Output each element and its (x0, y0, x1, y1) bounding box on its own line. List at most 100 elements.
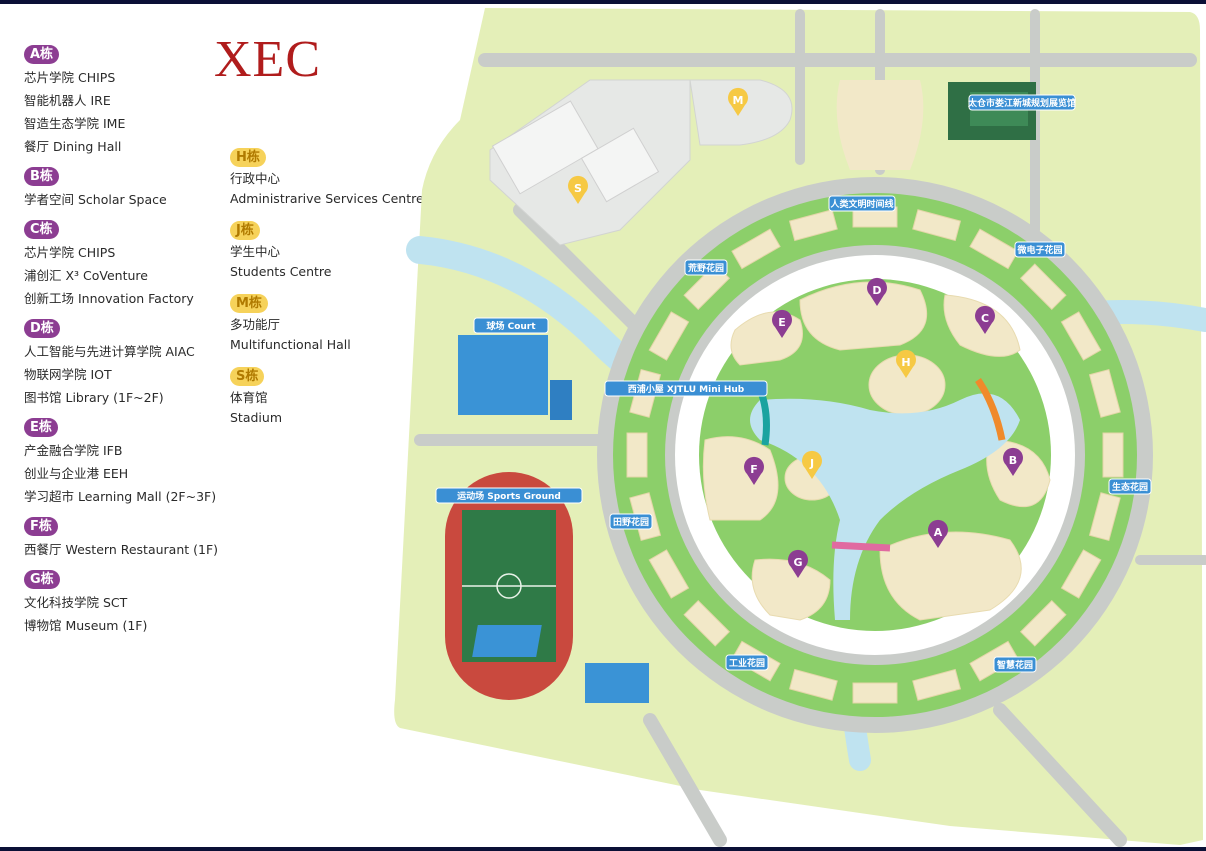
pin-letter: F (750, 463, 758, 476)
label-text: 人类文明时间线 (829, 198, 893, 210)
legend-item: 芯片学院 CHIPS (24, 70, 116, 85)
building-badge: A栋 (24, 45, 60, 64)
legend-item: 产金融合学院 IFB (24, 443, 123, 458)
pin-letter: G (793, 556, 802, 569)
perimeter-building (1019, 599, 1067, 647)
label-background (473, 317, 549, 334)
pin-g[interactable]: G (788, 549, 808, 578)
legend-item: Students Centre (230, 264, 332, 279)
legend-item: 图书馆 Library (1F~2F) (24, 390, 164, 405)
pin-marker (896, 349, 916, 378)
label-eco-garden: 生态花园 (1108, 478, 1152, 495)
label-wisdom-garden: 智慧花园 (993, 656, 1037, 673)
label-text: 运动场 Sports Ground (457, 490, 561, 502)
pin-marker (744, 456, 764, 485)
pin-j[interactable]: J (801, 450, 822, 479)
legend-item: 学生中心 (230, 244, 281, 259)
pin-marker (928, 519, 948, 548)
label-background (968, 94, 1076, 111)
label-text: 太仓市娄江新城规划展览馆 (967, 97, 1076, 109)
building-badge: E栋 (24, 418, 58, 437)
roads (414, 9, 1206, 847)
legend-item: 博物馆 Museum (1F) (24, 618, 148, 633)
legend-item: 餐厅 Dining Hall (24, 139, 122, 154)
pin-marker (771, 309, 793, 338)
legend-group: F栋西餐厅 Western Restaurant (1F) (24, 517, 218, 561)
tennis-courts (472, 625, 649, 703)
label-background (1108, 478, 1152, 495)
building-pins[interactable]: M S D C E H B F J A G (568, 87, 1023, 578)
label-industry-garden: 工业花园 (725, 654, 769, 671)
perimeter-building (648, 549, 690, 599)
building-badge: F栋 (24, 517, 58, 536)
label-sports-ground: 运动场 Sports Ground (435, 487, 583, 504)
label-minihub: 西浦小屋 XJTLU Mini Hub (604, 380, 768, 397)
label-text: 荒野花园 (687, 262, 724, 274)
perimeter-building (731, 228, 781, 270)
label-wild-garden: 荒野花园 (684, 259, 728, 276)
court-area (458, 335, 572, 420)
legend-item: 创新工场 Innovation Factory (24, 291, 194, 306)
legend-item: 创业与企业港 EEH (24, 466, 129, 481)
building-badge: S栋 (230, 367, 265, 386)
perimeter-building (912, 209, 962, 242)
pin-letter: J (809, 457, 814, 470)
top-border (0, 0, 1206, 4)
building-badge: M栋 (230, 294, 268, 313)
label-text: 微电子花园 (1016, 244, 1062, 256)
label-text: 工业花园 (729, 657, 765, 669)
pin-d[interactable]: D (866, 277, 887, 306)
inner-buildings (702, 281, 1051, 621)
perimeter-building (1060, 549, 1102, 599)
exhibition-hall (948, 82, 1036, 140)
pin-marker (788, 549, 808, 578)
label-background (993, 656, 1037, 673)
building-badge: J栋 (230, 221, 260, 240)
label-text: 智慧花园 (997, 659, 1033, 671)
legend-item: 体育馆 (230, 390, 268, 405)
north-plaza (836, 80, 924, 170)
building-badge: D栋 (24, 319, 60, 338)
pin-m[interactable]: M (728, 87, 748, 116)
label-timeline: 人类文明时间线 (828, 195, 896, 212)
perimeter-building (788, 668, 838, 701)
label-field-garden: 田野花园 (609, 513, 653, 530)
building-badge: H栋 (230, 148, 266, 167)
legend-group: B栋学者空间 Scholar Space (24, 167, 218, 211)
perimeter-building (1088, 492, 1121, 542)
pin-marker (1003, 447, 1023, 476)
perimeter-building (912, 668, 962, 701)
legend-group: J栋学生中心 Students Centre (230, 221, 424, 282)
pin-s[interactable]: S (568, 175, 588, 204)
pin-f[interactable]: F (744, 456, 764, 485)
label-background (435, 487, 583, 504)
pin-e[interactable]: E (771, 309, 793, 338)
label-background (684, 259, 728, 276)
pin-h[interactable]: H (896, 349, 916, 378)
perimeter-building (969, 228, 1019, 270)
legend-item: 浦创汇 X³ CoVenture (24, 268, 148, 283)
label-background (604, 380, 768, 397)
bottom-border (0, 847, 1206, 851)
label-text: 西浦小屋 XJTLU Mini Hub (628, 383, 745, 395)
legend-item: Multifunctional Hall (230, 337, 351, 352)
pin-c[interactable]: C (974, 305, 996, 334)
pin-a[interactable]: A (928, 519, 948, 548)
pin-marker (801, 450, 822, 479)
pin-letter: B (1009, 454, 1017, 467)
pin-b[interactable]: B (1003, 447, 1023, 476)
label-court: 球场 Court (473, 317, 549, 334)
label-background (1014, 241, 1066, 258)
pin-letter: S (574, 182, 582, 195)
legend-item: 学者空间 Scholar Space (24, 192, 167, 207)
label-text: 球场 Court (486, 320, 536, 332)
